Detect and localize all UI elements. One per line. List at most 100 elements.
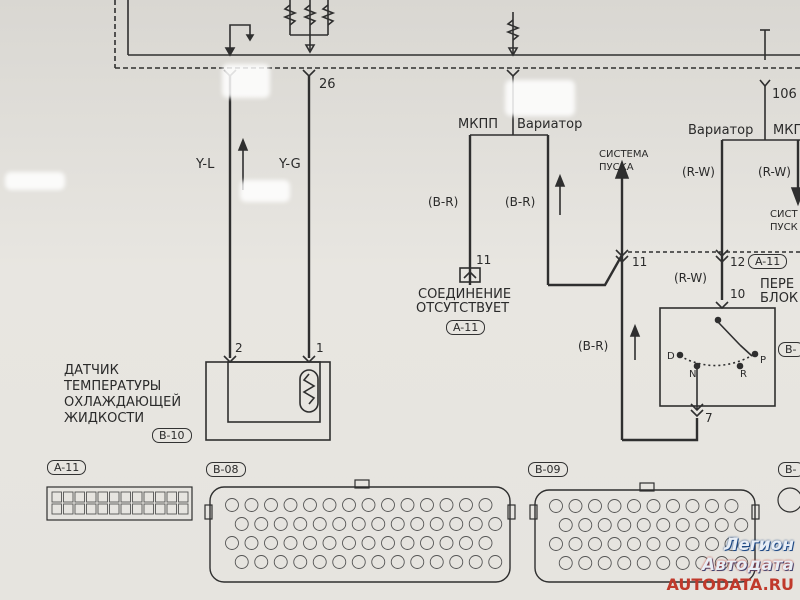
connector-pin	[63, 503, 74, 515]
connector-pin	[361, 498, 376, 512]
junction-pin-7: 7	[705, 411, 713, 425]
connector-pin	[607, 537, 622, 551]
switch-pos-r: R	[740, 369, 747, 380]
connector-pin	[244, 536, 259, 550]
connector-pin	[607, 499, 622, 513]
connector-pin	[597, 556, 612, 570]
connector-pin	[178, 503, 189, 515]
connector-pin	[488, 555, 503, 569]
start-system-label: СИСТЕМА	[599, 149, 649, 160]
connector-pin	[459, 498, 473, 512]
branch-variator-label: Вариатор	[517, 117, 583, 132]
connector-pin	[695, 556, 710, 570]
connector-pin	[568, 537, 583, 551]
connector-pin	[400, 498, 415, 512]
connector-pin	[86, 503, 97, 515]
connector-code-b08: B-08	[206, 462, 246, 477]
switch-pos-n: N	[689, 369, 697, 380]
connector-pin	[293, 517, 308, 531]
sensor-code: B-10	[152, 428, 192, 443]
connector-pin	[332, 555, 347, 569]
sensor-pin-1: 1	[316, 341, 324, 355]
connector-pin	[685, 499, 700, 513]
sensor-label: ДАТЧИК	[64, 363, 119, 378]
branch-right-mkp-label: МКП	[773, 123, 800, 138]
connector-pin	[371, 517, 386, 531]
connector-pin	[273, 517, 288, 531]
connector-pin	[63, 491, 74, 503]
connector-pin	[244, 498, 259, 512]
connector-pin	[724, 499, 739, 513]
connector-pin	[390, 555, 405, 569]
wire-b-r-label: (B-R)	[578, 339, 609, 353]
connector-pin	[578, 556, 593, 570]
connector-pin	[381, 498, 395, 512]
connector-pin	[97, 491, 108, 503]
connector-pin	[734, 556, 749, 570]
connector-pin	[234, 555, 249, 569]
connector-code-a11: A-11	[47, 460, 87, 475]
watermark-line2: Автодата	[702, 555, 794, 575]
glare	[5, 172, 65, 190]
connector-pin	[51, 503, 62, 515]
connector-pin	[155, 503, 166, 515]
connector-pin	[420, 536, 434, 550]
switch-pos-d: D	[667, 351, 675, 362]
switch-block-label: ПЕРЕ	[760, 277, 795, 292]
connector-pin	[166, 503, 177, 515]
connector-pin	[361, 536, 376, 550]
connector-pin	[468, 517, 483, 531]
connector-pin	[143, 503, 154, 515]
connector-pin	[303, 498, 317, 512]
connector-code-a11: A-11	[748, 254, 788, 269]
switch-block-label: БЛОК	[760, 291, 799, 306]
connector-pin	[254, 555, 269, 569]
connector-pin	[549, 537, 563, 551]
connector-pin	[617, 518, 632, 532]
connector-pin	[734, 518, 749, 532]
connector-pin	[225, 536, 239, 550]
connector-pin	[646, 537, 661, 551]
junction-pin-11: 11	[632, 255, 648, 269]
sensor-label: ЖИДКОСТИ	[64, 411, 145, 426]
watermark-logo: Легион Автодата AUTODATA.RU	[666, 535, 794, 594]
connector-pin	[636, 556, 651, 570]
branch-mkpp-label: МКПП	[458, 117, 498, 132]
connector-pin	[351, 517, 366, 531]
connector-pin	[675, 556, 690, 570]
no-connection-label: СОЕДИНЕНИЕ	[418, 287, 512, 302]
connector-pin	[666, 499, 680, 513]
connector-pin	[666, 537, 680, 551]
connector-pin	[283, 536, 298, 550]
connector-pin	[549, 499, 563, 513]
pin-106-label: 106	[772, 87, 797, 102]
connector-pin	[273, 555, 288, 569]
connector-pin	[478, 498, 493, 512]
connector-pin	[410, 517, 425, 531]
glare	[240, 180, 290, 202]
connector-pin	[322, 498, 337, 512]
connector-pin	[714, 518, 729, 532]
connector-code-b: B-	[778, 462, 800, 477]
connector-pin	[120, 503, 131, 515]
wire-y-g-label: Y-G	[279, 157, 301, 172]
connector-pin	[488, 517, 503, 531]
connector-code-b09: B-09	[528, 462, 568, 477]
connector-pin	[132, 503, 143, 515]
switch-pos-p: P	[760, 355, 767, 366]
connector-pin	[254, 517, 269, 531]
connector-pin	[646, 499, 661, 513]
sensor-label: ТЕМПЕРАТУРЫ	[64, 379, 162, 394]
no-connection-pin: 11	[476, 253, 492, 267]
connector-pin	[132, 491, 143, 503]
connector-pin	[371, 555, 386, 569]
connector-pin	[303, 536, 317, 550]
wire-r-w-label: (R-W)	[758, 165, 791, 179]
connector-pin	[342, 498, 356, 512]
connector-pin	[283, 498, 298, 512]
pin-26-label: 26	[319, 77, 336, 92]
connector-pin	[332, 517, 347, 531]
connector-pin	[264, 536, 278, 550]
